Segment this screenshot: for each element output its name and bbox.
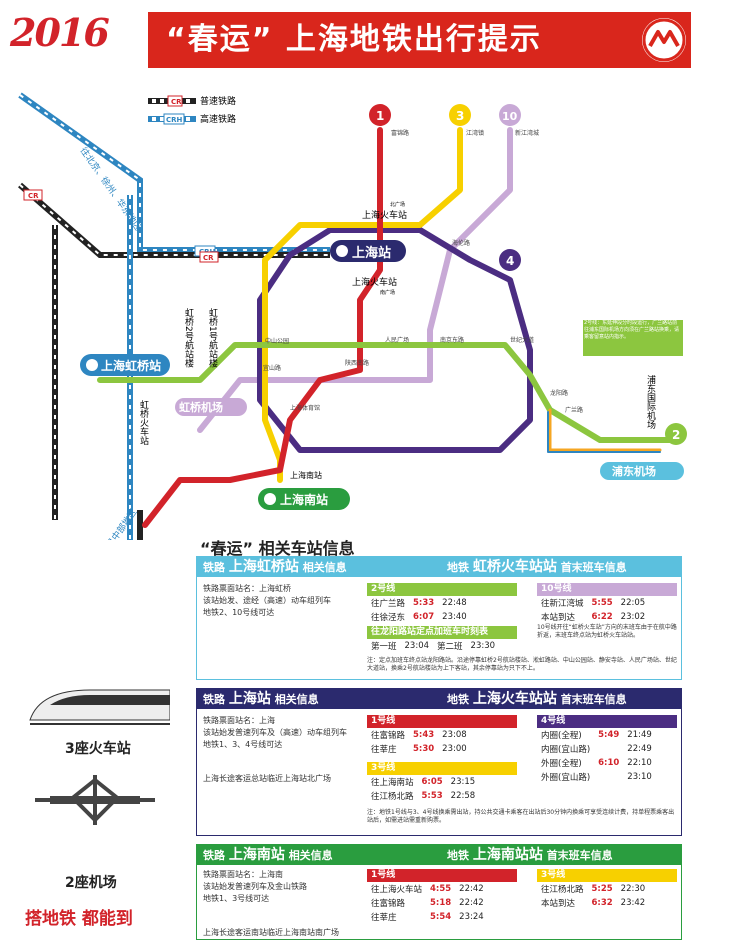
- hongqiao-hub: 上海虹桥站: [80, 354, 170, 376]
- svg-text:新江湾城: 新江湾城: [515, 129, 539, 137]
- svg-text:CR: CR: [28, 192, 39, 200]
- airport-count: 2座机场: [65, 875, 117, 891]
- slogan: 搭地铁 都能到: [25, 909, 133, 929]
- svg-text:世纪大道: 世纪大道: [510, 336, 534, 344]
- svg-text:上海虹桥站: 上海虹桥站: [101, 358, 161, 373]
- hongqiao-bar: 铁路 上海虹桥站 相关信息 地铁 虹桥火车站站 首末班车信息: [197, 557, 681, 577]
- train-station-count: 3座火车站: [65, 741, 131, 757]
- line-4-badge: 4: [506, 254, 514, 268]
- shanghai-metro-logo-icon: [642, 18, 686, 62]
- svg-text:中山公园: 中山公园: [265, 337, 289, 345]
- svg-text:江湾镇: 江湾镇: [466, 129, 484, 137]
- pudong-note: 2号线：东延伸段分时段运行，广兰路站前往浦东国际机场方向须在广兰路站换乘，请乘客…: [584, 320, 680, 340]
- line-3-badge: 3: [456, 109, 464, 123]
- svg-text:虹桥机场: 虹桥机场: [179, 400, 223, 414]
- svg-text:南京东路: 南京东路: [440, 336, 464, 344]
- south-panel: 铁路 上海南站 相关信息 地铁 上海南站站 首末班车信息 铁路票面站名：上海南该…: [196, 844, 682, 940]
- station-hongqiao-train: 虹桥火车站: [138, 400, 149, 446]
- line-10-badge: 10: [502, 110, 518, 123]
- metro-map: CR 普速铁路 CRH 高速铁路 CRH CR CR 往北京、徐州、华东地区 往…: [18, 92, 687, 540]
- legend: CR 普速铁路 CRH 高速铁路: [148, 95, 236, 125]
- svg-text:龙阳路: 龙阳路: [550, 389, 568, 397]
- hongqiao-note: 注：定点加班车终点站龙阳路站。沿途停靠虹桥2号航站楼站、淞虹路站、中山公园站、静…: [367, 657, 677, 672]
- legend-crh: CRH: [166, 116, 183, 124]
- svg-text:上海南站: 上海南站: [280, 492, 328, 507]
- hongqiao-panel: 铁路 上海虹桥站 相关信息 地铁 虹桥火车站站 首末班车信息 铁路票面站名：上海…: [196, 556, 682, 680]
- svg-text:富锦路: 富锦路: [391, 129, 409, 137]
- pudong-airport: 浦东机场: [600, 462, 684, 480]
- line-badges: 1 3 10 4 2: [369, 104, 687, 445]
- svg-text:CR: CR: [203, 254, 214, 262]
- legend-normal-rail: 普速铁路: [200, 95, 236, 107]
- svg-text:宜山路: 宜山路: [263, 364, 281, 372]
- railways: [18, 92, 330, 540]
- line-1-badge: 1: [376, 109, 384, 123]
- south-station-hub: 上海南站: [258, 488, 350, 510]
- svg-text:浦东机场: 浦东机场: [612, 464, 656, 478]
- svg-text:海伦路: 海伦路: [452, 239, 470, 247]
- legend-hsr: 高速铁路: [200, 113, 236, 125]
- airplane-icon: [35, 775, 155, 825]
- svg-text:南广场: 南广场: [380, 289, 395, 296]
- station-hongqiao-t1: 虹桥1号航站楼: [207, 308, 218, 369]
- bullet-train-icon: [29, 689, 170, 725]
- station-south-small: 上海南站: [290, 470, 322, 480]
- year-logo: 2016: [10, 10, 110, 55]
- svg-text:北广场: 北广场: [390, 201, 405, 208]
- page-title: “春运” 上海地铁出行提示: [148, 12, 691, 68]
- station-shanghai-train-south: 上海火车站: [352, 276, 397, 288]
- station-shanghai-train-north: 上海火车站: [362, 209, 407, 221]
- hongqiao-desc: 铁路票面站名：上海虹桥该站始发、途经（高速）动车组列车地铁2、10号线可达: [203, 584, 331, 617]
- svg-text:上海站: 上海站: [352, 245, 391, 261]
- legend-cr: CR: [171, 98, 182, 106]
- svg-text:人民广场: 人民广场: [385, 336, 409, 344]
- info-title: “春运” 相关车站信息: [200, 539, 355, 558]
- svg-text:上海体育馆: 上海体育馆: [290, 404, 320, 412]
- hongqiao-airport: 虹桥机场: [175, 398, 247, 416]
- svg-text:陕西南路: 陕西南路: [345, 359, 369, 367]
- shanghai-panel: 铁路 上海站 相关信息 地铁 上海火车站站 首末班车信息 铁路票面站名：上海该站…: [196, 688, 682, 836]
- line-2-badge: 2: [672, 428, 680, 442]
- station-hongqiao-t2: 虹桥2号航站楼: [183, 308, 194, 369]
- svg-text:广兰路: 广兰路: [565, 406, 583, 414]
- station-pudong-intl: 浦东国际机场: [645, 374, 656, 430]
- shanghai-station-hub: 上海站: [330, 240, 406, 262]
